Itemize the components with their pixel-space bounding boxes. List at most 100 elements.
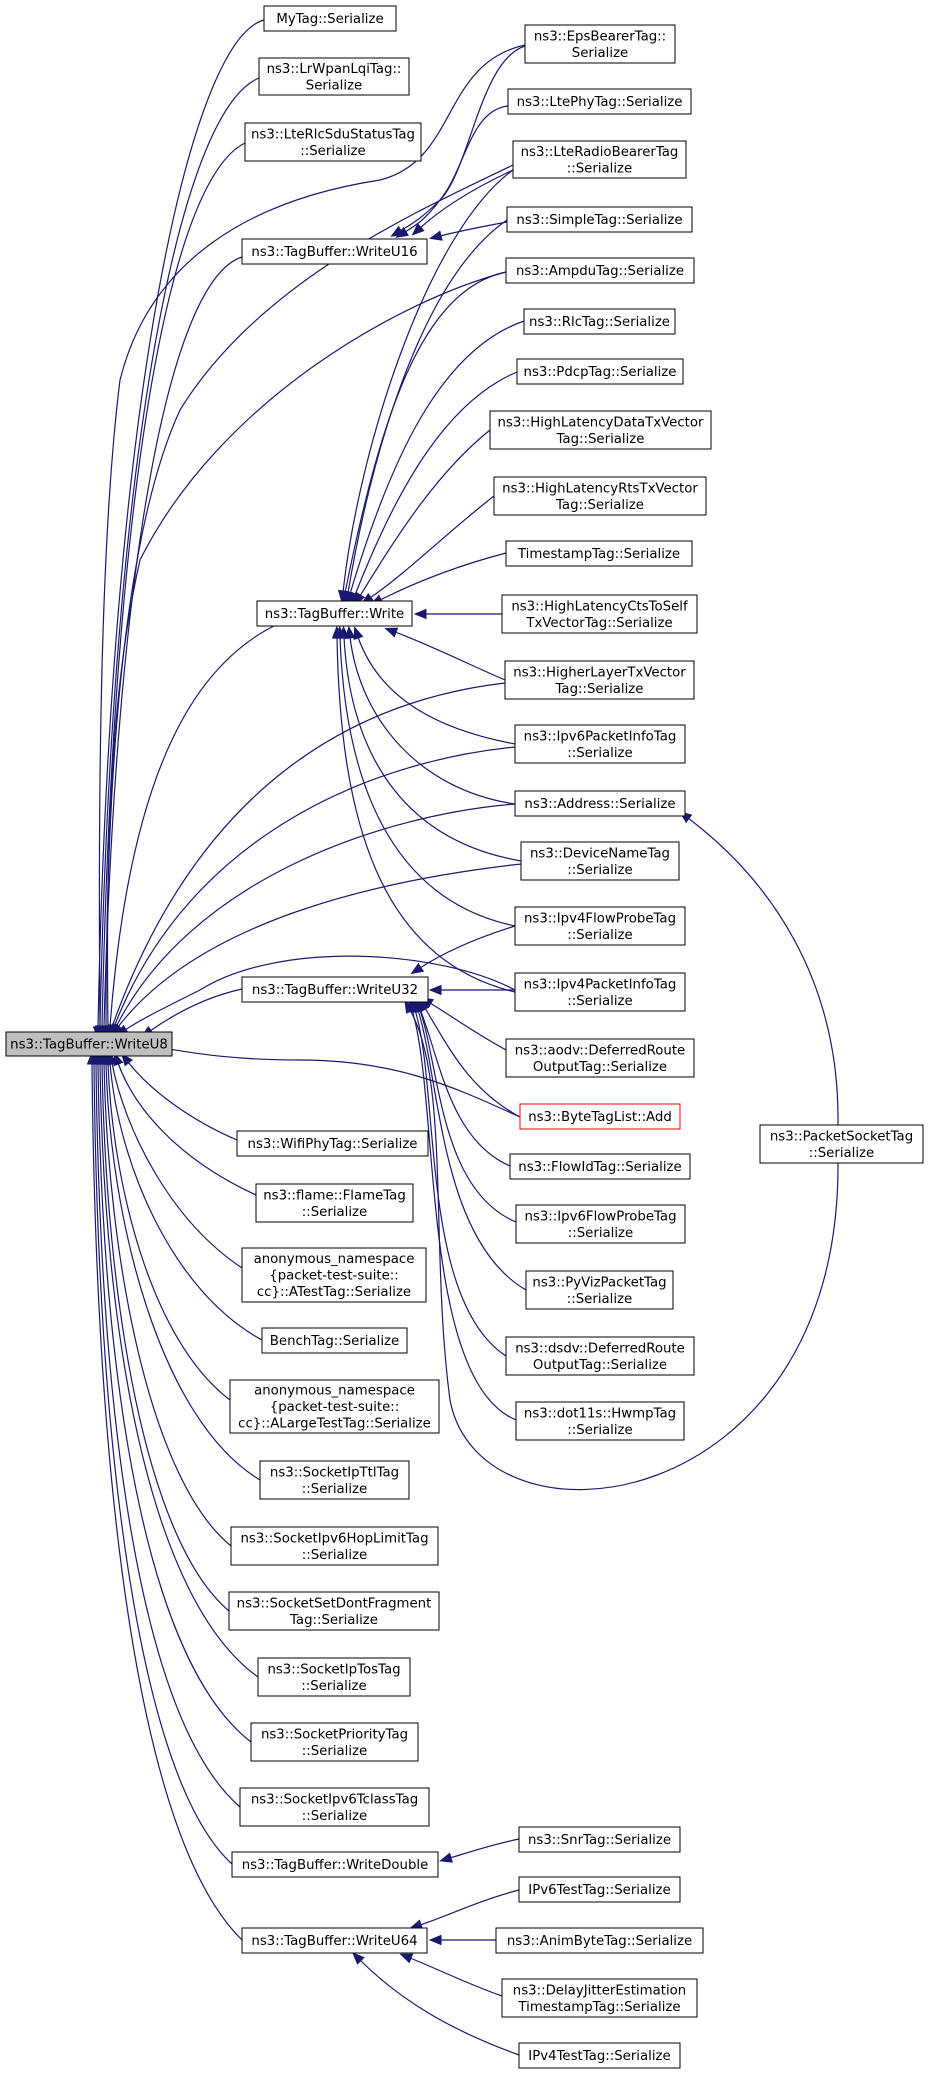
node-ipv4pi[interactable]: ns3::Ipv4PacketInfoTag::Serialize — [514, 972, 686, 1012]
node-dsdv[interactable]: ns3::dsdv::DeferredRouteOutputTag::Seria… — [505, 1336, 695, 1376]
node-box — [489, 410, 712, 450]
edge-timestamp-to-write — [369, 552, 507, 606]
node-address[interactable]: ns3::Address::Serialize — [514, 790, 686, 817]
arrowhead — [384, 627, 399, 638]
arrowhead — [351, 1951, 365, 1965]
node-label-line: ns3::SocketIpTtlTag — [270, 1465, 399, 1480]
node-ampdu[interactable]: ns3::AmpduTag::Serialize — [505, 257, 695, 284]
arrowhead — [337, 589, 349, 604]
edge-ipv4pi-to-wu32 — [428, 984, 515, 996]
node-box — [525, 1270, 674, 1310]
node-label-line: ns3::HigherLayerTxVector — [513, 665, 686, 680]
node-label-line: MyTag::Serialize — [276, 12, 383, 27]
node-delay[interactable]: ns3::DelayJitterEstimationTimestampTag::… — [501, 1978, 698, 2018]
node-pyviz[interactable]: ns3::PyVizPacketTag::Serialize — [525, 1270, 674, 1310]
node-hlrts[interactable]: ns3::HighLatencyRtsTxVectorTag::Serializ… — [493, 476, 707, 516]
node-box — [5, 1031, 173, 1057]
node-ipttl[interactable]: ns3::SocketIpTtlTag::Serialize — [259, 1460, 410, 1500]
edge-bench-to-root — [104, 1051, 263, 1341]
node-box — [493, 476, 707, 516]
node-box — [239, 1787, 430, 1827]
edge-line — [93, 1062, 233, 1865]
node-label-line: ns3::TagBuffer::WriteU16 — [251, 245, 417, 260]
edge-wdouble-to-root — [88, 1051, 233, 1865]
node-hldata[interactable]: ns3::HighLatencyDataTxVectorTag::Seriali… — [489, 410, 712, 450]
node-label-line: ::Serialize — [568, 1226, 633, 1241]
node-ipv4test[interactable]: IPv4TestTag::Serialize — [518, 2042, 681, 2069]
node-box — [518, 1826, 681, 1853]
node-alarge[interactable]: anonymous_namespace{packet-test-suite::c… — [229, 1379, 440, 1434]
node-wu64[interactable]: ns3::TagBuffer::WriteU64 — [241, 1927, 428, 1954]
nodes-layer: ns3::TagBuffer::WriteU8 MyTag::Serializen… — [5, 5, 924, 2069]
edge-ipv4fp-to-wu32 — [410, 925, 516, 975]
node-label-line: IPv4TestTag::Serialize — [528, 2049, 670, 2064]
node-box — [505, 1038, 695, 1078]
node-mytag[interactable]: MyTag::Serialize — [263, 5, 397, 32]
node-wifiphy[interactable]: ns3::WifiPhyTag::Serialize — [236, 1130, 429, 1157]
edge-line — [357, 636, 516, 745]
node-label-line: ::Serialize — [302, 1809, 367, 1824]
node-ipv6tc[interactable]: ns3::SocketIpv6TclassTag::Serialize — [239, 1787, 430, 1827]
node-lterb[interactable]: ns3::LteRadioBearerTag::Serialize — [512, 140, 687, 179]
edge-line — [419, 1889, 520, 1926]
node-ipv4fp[interactable]: ns3::Ipv4FlowProbeTag::Serialize — [514, 906, 686, 946]
node-box — [518, 1876, 681, 1903]
node-box — [504, 660, 695, 700]
node-label-line: ns3::ByteTagList::Add — [528, 1110, 672, 1125]
node-label-line: ::Serialize — [302, 1744, 367, 1759]
node-ipv6pi[interactable]: ns3::Ipv6PacketInfoTag::Serialize — [514, 724, 686, 764]
node-rlctag[interactable]: ns3::RlcTag::Serialize — [523, 308, 676, 335]
edge-eps-to-root — [94, 43, 531, 1039]
node-label-line: Tag::Serialize — [555, 682, 644, 697]
edge-devname-to-root — [111, 863, 522, 1036]
node-hwmp[interactable]: ns3::dot11s::HwmpTag::Serialize — [515, 1401, 685, 1441]
node-lrwpan[interactable]: ns3::LrWpanLqiTag::Serialize — [258, 57, 410, 96]
node-box — [258, 57, 410, 96]
edge-line — [449, 1838, 520, 1859]
edge-ampdu-to-root — [102, 271, 507, 1039]
node-anim[interactable]: ns3::AnimByteTag::Serialize — [495, 1927, 704, 1954]
node-snr[interactable]: ns3::SnrTag::Serialize — [518, 1826, 681, 1853]
edge-line — [105, 1062, 261, 1481]
node-root[interactable]: ns3::TagBuffer::WriteU8 — [5, 1031, 173, 1057]
node-simple[interactable]: ns3::SimpleTag::Serialize — [506, 206, 693, 233]
node-wdouble[interactable]: ns3::TagBuffer::WriteDouble — [231, 1851, 439, 1878]
node-wu16[interactable]: ns3::TagBuffer::WriteU16 — [241, 238, 428, 265]
node-box — [256, 600, 413, 627]
edge-line — [404, 105, 509, 233]
edge-line — [411, 1009, 517, 1421]
node-box — [250, 1722, 419, 1762]
node-flame[interactable]: ns3::flame::FlameTag::Serialize — [255, 1183, 414, 1223]
node-label-line: TxVectorTag::Serialize — [525, 616, 672, 631]
node-ipv6hop[interactable]: ns3::SocketIpv6HopLimitTag::Serialize — [230, 1526, 439, 1566]
node-label-line: ::Serialize — [302, 1205, 367, 1220]
node-label-line: ns3::Ipv6FlowProbeTag — [524, 1209, 676, 1224]
node-btladd[interactable]: ns3::ByteTagList::Add — [519, 1103, 681, 1130]
node-pktsock[interactable]: ns3::PacketSocketTag::Serialize — [759, 1124, 924, 1164]
node-bench[interactable]: BenchTag::Serialize — [261, 1327, 408, 1354]
node-wu32[interactable]: ns3::TagBuffer::WriteU32 — [241, 976, 429, 1003]
node-iptos[interactable]: ns3::SocketIpTosTag::Serialize — [257, 1657, 411, 1697]
node-aodv[interactable]: ns3::aodv::DeferredRouteOutputTag::Seria… — [505, 1038, 695, 1078]
node-ipv6test[interactable]: IPv6TestTag::Serialize — [518, 1876, 681, 1903]
node-eps[interactable]: ns3::EpsBearerTag::Serialize — [524, 24, 676, 64]
node-label-line: ns3::aodv::DeferredRoute — [515, 1043, 686, 1058]
node-pdcp[interactable]: ns3::PdcpTag::Serialize — [516, 358, 684, 385]
node-label-line: ns3::LteRadioBearerTag — [521, 145, 679, 160]
node-flowid[interactable]: ns3::FlowIdTag::Serialize — [509, 1153, 691, 1180]
node-ipv6fp[interactable]: ns3::Ipv6FlowProbeTag::Serialize — [515, 1204, 686, 1244]
node-label-line: ::Serialize — [567, 994, 632, 1009]
arrowhead — [411, 223, 425, 236]
node-timestamp[interactable]: TimestampTag::Serialize — [505, 540, 693, 567]
node-priority[interactable]: ns3::SocketPriorityTag::Serialize — [250, 1722, 419, 1762]
node-rlcsdu[interactable]: ns3::LteRlcSduStatusTag::Serialize — [244, 122, 422, 162]
node-label-line: ns3::AmpduTag::Serialize — [516, 264, 684, 279]
node-atest[interactable]: anonymous_namespace{packet-test-suite::c… — [241, 1247, 427, 1303]
node-devname[interactable]: ns3::DeviceNameTag::Serialize — [520, 841, 680, 881]
node-write[interactable]: ns3::TagBuffer::Write — [256, 600, 413, 627]
node-ltephy[interactable]: ns3::LtePhyTag::Serialize — [507, 88, 692, 115]
node-hlcts[interactable]: ns3::HighLatencyCtsToSelfTxVectorTag::Se… — [501, 594, 698, 634]
node-box — [255, 1183, 414, 1223]
